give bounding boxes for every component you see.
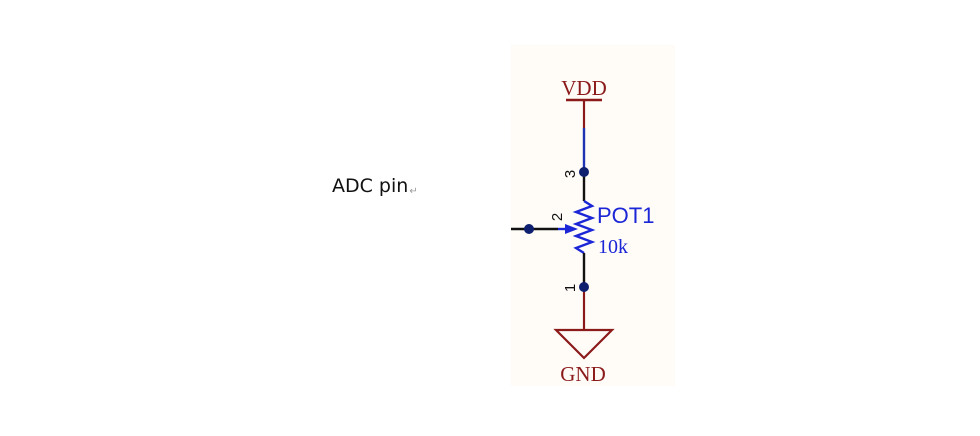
junction-dot-wiper (524, 224, 534, 234)
paragraph-return-mark: ↵ (409, 186, 418, 197)
wiper-arrow-head (565, 224, 578, 234)
junction-dot-pin3 (579, 167, 589, 177)
adc-pin-label: ADC pin↵ (332, 174, 418, 204)
potentiometer-resistor (572, 199, 596, 255)
pin1-number: 1 (562, 284, 579, 292)
designator-label: POT1 (597, 203, 654, 228)
value-label: 10k (598, 236, 628, 258)
adc-pin-text: ADC pin (332, 175, 409, 197)
vdd-label: VDD (561, 76, 607, 100)
pin2-number: 2 (549, 213, 566, 221)
junction-dot-pin1 (579, 282, 589, 292)
gnd-label: GND (560, 362, 606, 386)
gnd-triangle-symbol (553, 328, 615, 360)
pin3-number: 3 (562, 170, 579, 178)
